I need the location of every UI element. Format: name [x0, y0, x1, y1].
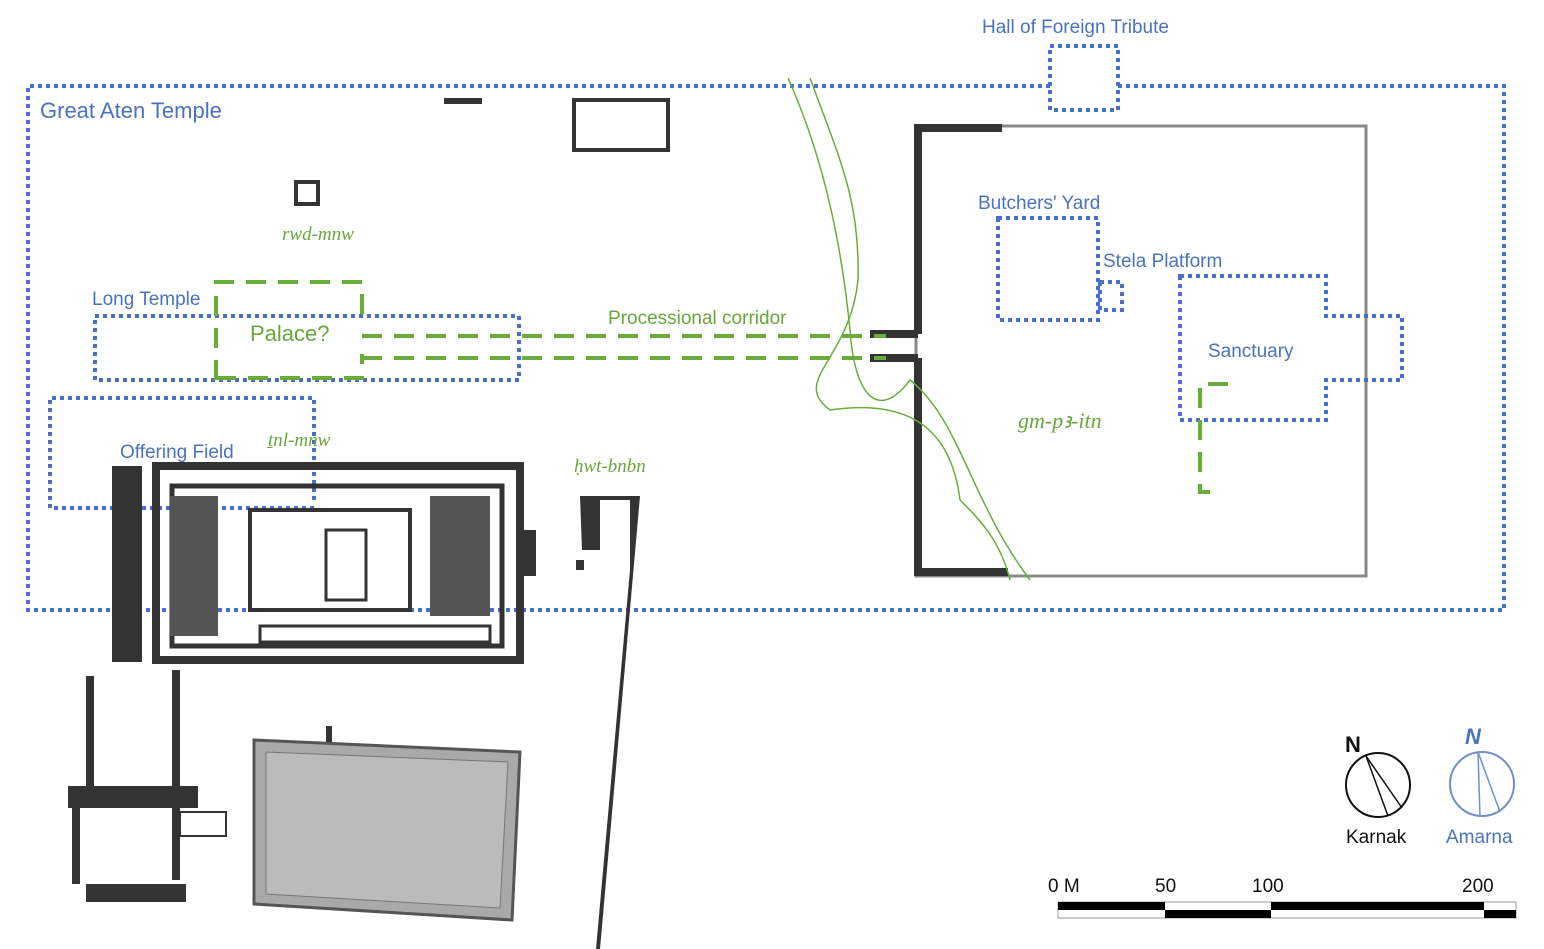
north-arrow-amarna: N Amarna — [1446, 724, 1515, 848]
hwt-bnbn-label: ḥwt-bnbn — [574, 456, 646, 477]
hall-of-foreign-tribute-outline — [1048, 44, 1120, 112]
scale-tick-label: 200 — [1462, 876, 1494, 897]
scale-tick-label: 50 — [1155, 876, 1176, 897]
offering-field-label: Offering Field — [120, 442, 234, 463]
processional-corridor-label: Processional corridor — [608, 308, 787, 329]
southern-buildings — [68, 670, 227, 902]
scale-bar: 0 M 50 100 200 — [1048, 876, 1517, 919]
sanctuary-outline — [1178, 274, 1404, 422]
scale-tick-label: 0 M — [1048, 876, 1080, 897]
river-line — [809, 77, 1011, 581]
processional-corridor — [362, 334, 886, 360]
palace-label: Palace? — [250, 321, 330, 346]
sacred-lake — [252, 726, 522, 922]
north-arrow-karnak: N Karnak — [1345, 732, 1411, 848]
north-letter: N — [1345, 732, 1361, 757]
tnl-mnw-label: ṯnl-mnw — [266, 430, 331, 451]
long-temple-outline — [93, 314, 521, 382]
north-arrow-label: Amarna — [1446, 827, 1513, 848]
rwd-mnw-label: rwd-mnw — [282, 224, 354, 245]
hall-of-foreign-tribute-label: Hall of Foreign Tribute — [982, 17, 1169, 38]
sanctuary-label: Sanctuary — [1208, 341, 1294, 362]
river-line — [787, 77, 1031, 581]
small-aten-temple-plan — [112, 462, 536, 664]
north-letter: N — [1465, 724, 1482, 749]
butchers-yard-label: Butchers' Yard — [978, 193, 1100, 214]
stela-platform-label: Stela Platform — [1103, 251, 1222, 272]
green-partial-wall — [1198, 382, 1228, 494]
great-aten-temple-outline — [26, 84, 1506, 612]
palace-outline-bottom — [216, 354, 364, 380]
palace-outline — [214, 280, 364, 380]
butchers-yard-outline — [996, 216, 1100, 322]
gm-pa-iten-enclosure — [870, 124, 1368, 578]
long-temple-label: Long Temple — [92, 289, 200, 310]
north-arrow-label: Karnak — [1346, 827, 1407, 848]
stela-platform-outline — [1098, 280, 1124, 312]
hwt-bnbn-wall — [576, 496, 640, 949]
gm-pa-iten-label: gm-pꜣ-itn — [1018, 408, 1102, 433]
scale-tick-label: 100 — [1252, 876, 1284, 897]
great-aten-temple-label: Great Aten Temple — [40, 98, 222, 123]
small-ruins — [294, 98, 670, 206]
